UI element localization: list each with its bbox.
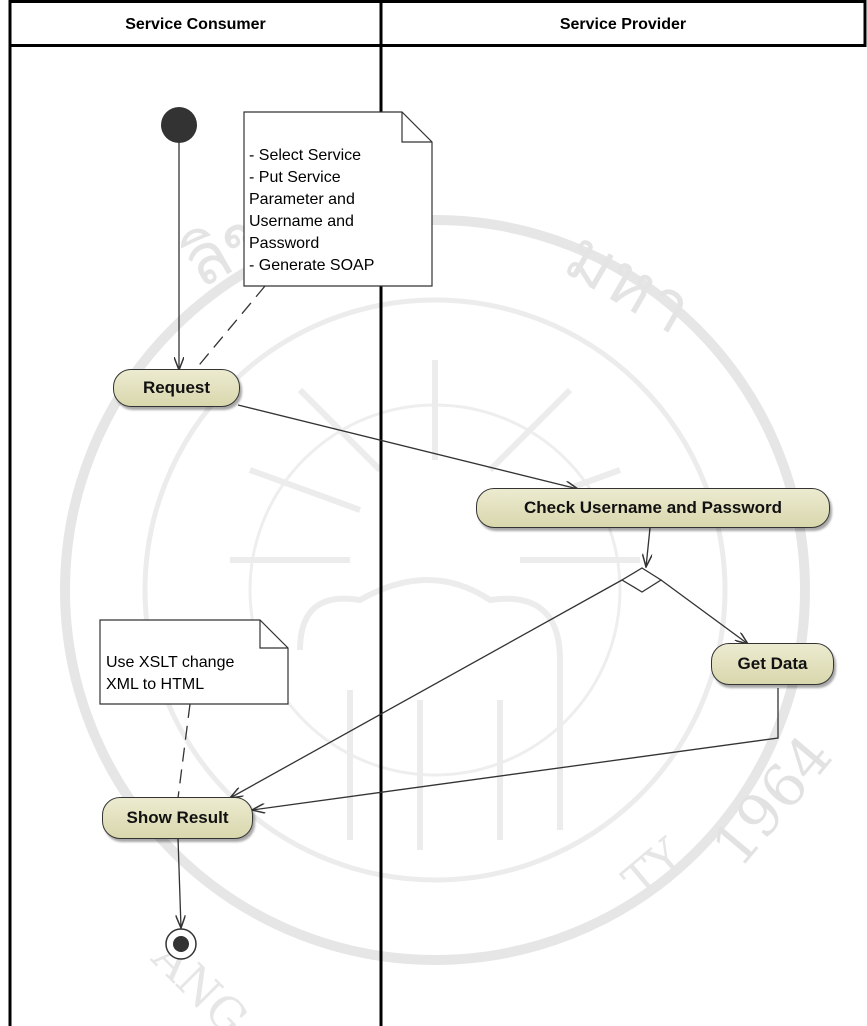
note-box-show-result [99, 619, 289, 705]
note-line: Use XSLT change [106, 654, 235, 671]
flow-check-to-decision [646, 527, 650, 567]
note-line: Parameter and [249, 191, 355, 208]
flow-show-result-to-end [178, 837, 181, 928]
flow-decision-to-show-result [230, 579, 623, 798]
note-line: - Generate SOAP [249, 257, 375, 274]
note-line: Password [249, 235, 320, 252]
decision-node [620, 567, 663, 593]
lane-title-service-consumer: Service Consumer [125, 16, 266, 33]
note-box-request [243, 111, 433, 287]
note-connector-show-result [177, 703, 191, 799]
flow-request-to-check [237, 404, 578, 489]
lane-title-service-provider: Service Provider [559, 16, 687, 33]
action-check-username-password: Check Username and Password [476, 488, 830, 528]
action-get-data: Get Data [711, 643, 834, 685]
flow-get-data-to-show-result [252, 688, 779, 810]
note-line: - Select Service [249, 147, 362, 164]
note-show-result-text: Use XSLT change XML to HTML [106, 652, 234, 696]
note-connector-request [194, 285, 266, 371]
flow-decision-to-get-data [660, 579, 748, 644]
note-line: Username and [249, 213, 354, 230]
note-request-text: - Select Service - Put Service Parameter… [249, 145, 374, 277]
note-line: - Put Service [249, 169, 341, 186]
action-show-result: Show Result [102, 797, 253, 839]
action-request: Request [113, 369, 240, 407]
initial-node [161, 107, 197, 143]
note-line: XML to HTML [106, 676, 205, 693]
